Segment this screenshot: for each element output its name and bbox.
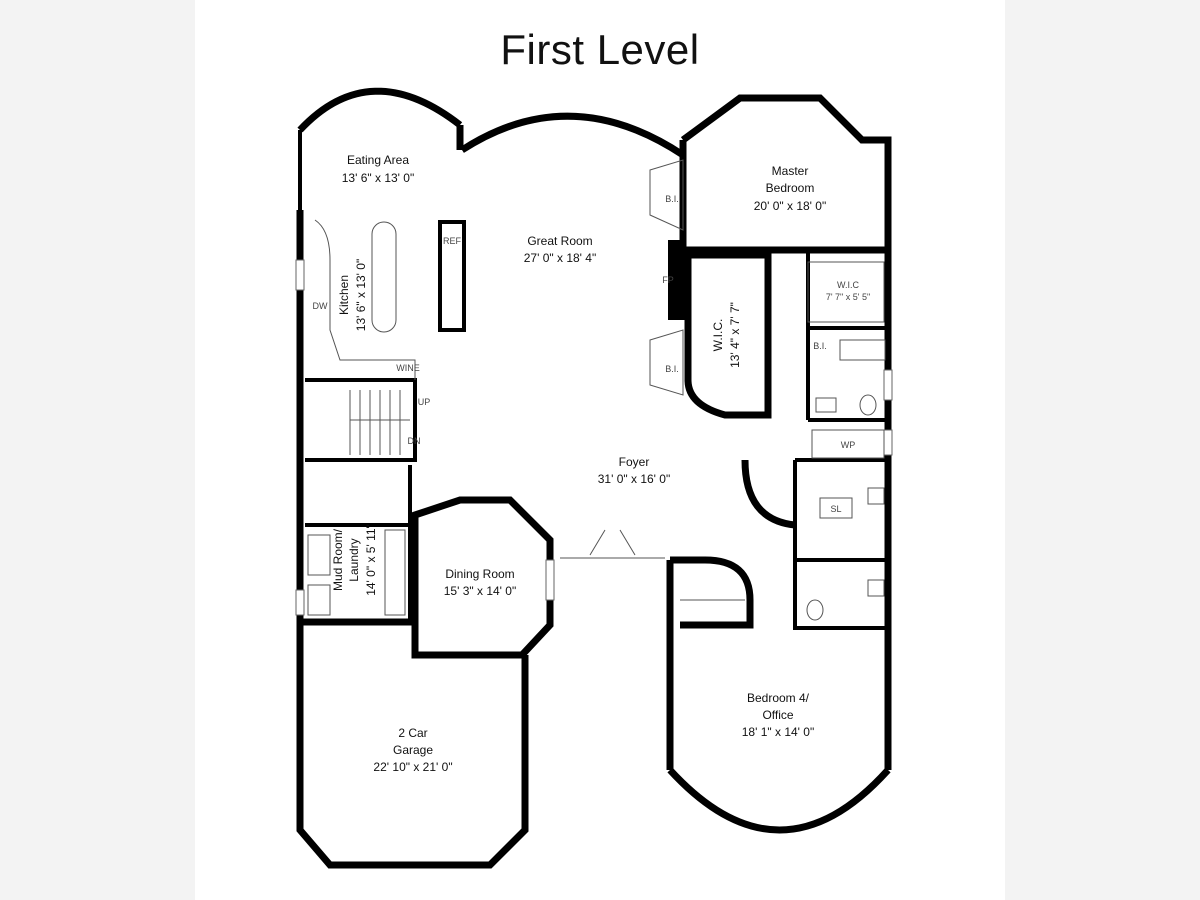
svg-text:13' 6" x 13' 0": 13' 6" x 13' 0" xyxy=(354,259,368,331)
label-great-room: Great Room 27' 0" x 18' 4" xyxy=(524,234,596,265)
label-wic-main: W.I.C. 13' 4" x 7' 7" xyxy=(711,302,742,368)
svg-text:13' 4" x 7' 7": 13' 4" x 7' 7" xyxy=(728,302,742,368)
label-master-bedroom: Master Bedroom 20' 0" x 18' 0" xyxy=(754,164,826,213)
bedroom4-closet-wall xyxy=(670,556,754,629)
window-bath-2 xyxy=(883,429,893,456)
label-bedroom4: Bedroom 4/ Office 18' 1" x 14' 0" xyxy=(742,691,814,739)
shower-seat xyxy=(819,497,853,519)
svg-text:Eating Area: Eating Area xyxy=(347,153,409,167)
label-foyer: Foyer 31' 0" x 16' 0" xyxy=(598,455,670,486)
svg-text:Laundry: Laundry xyxy=(347,538,361,581)
fireplace xyxy=(668,240,686,320)
svg-text:27' 0" x 18' 4": 27' 0" x 18' 4" xyxy=(524,251,596,265)
svg-text:Foyer: Foyer xyxy=(619,455,650,469)
wic-main-wall xyxy=(684,251,772,419)
window-kitchen-1 xyxy=(295,259,305,291)
svg-text:20' 0" x 18' 0": 20' 0" x 18' 0" xyxy=(754,199,826,213)
svg-text:2 Car: 2 Car xyxy=(398,726,427,740)
label-bi-bath: B.I. xyxy=(813,341,827,351)
window-mud-room xyxy=(295,589,305,616)
great-room-bay-wall xyxy=(460,112,685,158)
label-dn: DN xyxy=(408,436,421,446)
toilet-2 xyxy=(806,599,824,621)
svg-text:18' 1" x 14' 0": 18' 1" x 14' 0" xyxy=(742,725,814,739)
garage-wall xyxy=(296,620,529,869)
bedroom4-bay-wall xyxy=(667,767,891,834)
bi-cabinet-lower xyxy=(649,329,684,396)
bath-curve-wall xyxy=(741,459,796,529)
window-bath-1 xyxy=(883,369,893,401)
svg-text:Bedroom: Bedroom xyxy=(766,181,815,195)
svg-text:Dining Room: Dining Room xyxy=(445,567,514,581)
svg-text:Mud Room/: Mud Room/ xyxy=(331,528,345,591)
label-eating-area: Eating Area 13' 6" x 13' 0" xyxy=(342,153,414,185)
kitchen-island xyxy=(371,221,397,333)
sink-3 xyxy=(867,579,885,597)
label-up: UP xyxy=(418,397,431,407)
laundry-machine-1 xyxy=(307,534,331,576)
label-wine: WINE xyxy=(396,363,420,373)
stair-enclosure xyxy=(305,378,417,462)
svg-text:Kitchen: Kitchen xyxy=(337,275,351,315)
svg-text:Great Room: Great Room xyxy=(527,234,592,248)
svg-text:22' 10" x 21' 0": 22' 10" x 21' 0" xyxy=(373,760,452,774)
svg-text:13' 6" x 13' 0": 13' 6" x 13' 0" xyxy=(342,171,414,185)
label-mud-room: Mud Room/ Laundry 14' 0" x 5' 11" xyxy=(331,524,378,596)
front-door xyxy=(560,529,665,559)
label-wic-small: W.I.C 7' 7" x 5' 5" xyxy=(826,280,870,302)
svg-text:Garage: Garage xyxy=(393,743,433,757)
bath-divider-5 xyxy=(793,460,888,630)
svg-text:14' 0" x 5' 11": 14' 0" x 5' 11" xyxy=(364,524,378,596)
eating-area-bay-wall xyxy=(297,87,463,133)
laundry-machine-2 xyxy=(307,584,331,616)
label-fp: FP xyxy=(662,275,674,285)
plan-title: First Level xyxy=(500,26,700,73)
label-kitchen: Kitchen 13' 6" x 13' 0" xyxy=(337,259,368,331)
svg-text:Bedroom 4/: Bedroom 4/ xyxy=(747,691,810,705)
master-bedroom-bay-wall xyxy=(680,94,892,253)
whirlpool-tub xyxy=(811,429,885,459)
svg-text:Office: Office xyxy=(762,708,793,722)
label-dw: DW xyxy=(313,301,328,311)
wic-small-shelf xyxy=(807,261,885,323)
window-dining xyxy=(545,559,555,601)
svg-text:7' 7" x 5' 5": 7' 7" x 5' 5" xyxy=(826,292,870,302)
label-bi-lower: B.I. xyxy=(665,364,679,374)
label-dining-room: Dining Room 15' 3" x 14' 0" xyxy=(444,567,516,598)
svg-text:W.I.C: W.I.C xyxy=(837,280,859,290)
stair-treads xyxy=(349,390,410,455)
svg-text:31' 0" x 16' 0": 31' 0" x 16' 0" xyxy=(598,472,670,486)
label-wp: WP xyxy=(841,440,856,450)
mud-room-cabinet xyxy=(384,529,406,616)
label-sl: SL xyxy=(830,504,841,514)
bathtub xyxy=(839,339,886,361)
toilet-1 xyxy=(859,394,877,416)
svg-text:15' 3" x 14' 0": 15' 3" x 14' 0" xyxy=(444,584,516,598)
svg-text:Master: Master xyxy=(772,164,809,178)
sink-1 xyxy=(815,397,837,413)
svg-text:W.I.C.: W.I.C. xyxy=(711,319,725,352)
label-bi-upper: B.I. xyxy=(665,194,679,204)
sink-2 xyxy=(867,487,885,505)
bi-cabinet-upper xyxy=(649,159,684,231)
refrigerator-wall xyxy=(438,220,466,332)
plan-sheet xyxy=(195,0,1005,900)
kitchen-counter xyxy=(314,219,416,380)
label-ref: REF xyxy=(443,236,462,246)
label-garage: 2 Car Garage 22' 10" x 21' 0" xyxy=(373,726,452,774)
